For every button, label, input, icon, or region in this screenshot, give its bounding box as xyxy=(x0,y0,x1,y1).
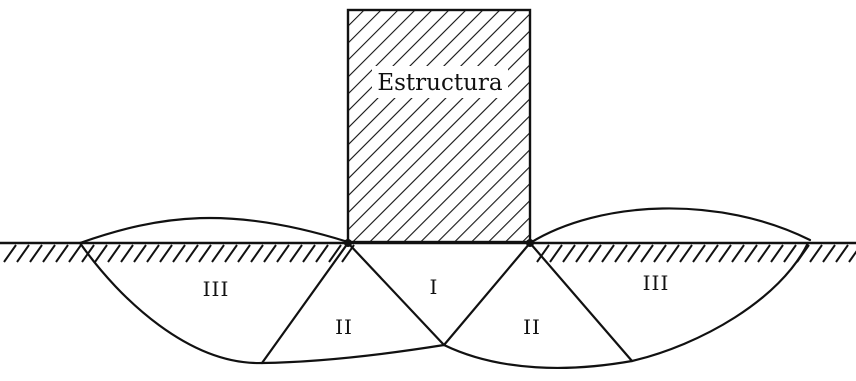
ground-hatch-mark xyxy=(315,244,329,263)
ground-hatch-mark xyxy=(263,244,277,263)
ground-hatch-mark xyxy=(666,244,680,263)
ground-hatch-mark xyxy=(757,244,771,263)
ground-hatch-mark xyxy=(601,244,615,263)
ground-hatch-mark xyxy=(224,244,238,263)
ground-hatch-mark xyxy=(575,244,589,263)
ground-hatch-mark xyxy=(120,244,134,263)
ground-hatch-mark xyxy=(770,244,784,263)
right-radial-shear-line xyxy=(528,241,634,363)
ground-hatch-mark xyxy=(705,244,719,263)
zone-two-left-label: II xyxy=(335,315,353,339)
ground-hatch-mark xyxy=(159,244,173,263)
ground-hatch-mark xyxy=(328,244,342,263)
zone-labels: III II I II III xyxy=(203,271,670,339)
ground-hatch-mark xyxy=(133,244,147,263)
left-radial-shear-line xyxy=(260,241,350,365)
ground-hatch-mark xyxy=(562,244,576,263)
ground-hatch-mark xyxy=(640,244,654,263)
ground-hatch-mark xyxy=(848,250,856,263)
structure-hatching xyxy=(348,10,530,242)
ground-hatch-mark xyxy=(16,244,30,263)
ground-hatch-mark xyxy=(107,244,121,263)
zone-two-right-label: II xyxy=(523,315,541,339)
ground-hatch-mark xyxy=(731,244,745,263)
ground-hatch-mark xyxy=(549,244,563,263)
ground-hatch-mark xyxy=(198,244,212,263)
ground-hatch-mark xyxy=(185,244,199,263)
ground-hatch-mark xyxy=(627,244,641,263)
ground-hatch-mark xyxy=(588,244,602,263)
structure-block: Estructura xyxy=(346,8,532,244)
ground-hatch-mark xyxy=(302,244,316,263)
right-heave-curve xyxy=(528,207,812,245)
left-heave-curve xyxy=(78,216,350,245)
failure-surfaces xyxy=(78,207,812,369)
ground-hatch-mark xyxy=(172,244,186,263)
ground-hatch-mark xyxy=(692,244,706,263)
ground-hatch-mark xyxy=(94,244,108,263)
ground-hatch-mark xyxy=(146,244,160,263)
zone-one-left-edge xyxy=(346,241,446,347)
ground-hatching xyxy=(3,244,856,263)
ground-hatch-mark xyxy=(614,244,628,263)
left-footing-edge-point xyxy=(344,239,352,247)
ground-hatch-mark xyxy=(42,244,56,263)
ground-hatch-mark xyxy=(276,244,290,263)
ground-hatch-mark xyxy=(250,244,264,263)
ground-hatch-mark xyxy=(55,244,69,263)
ground-hatch-mark xyxy=(822,244,836,263)
structure-label-background xyxy=(372,66,508,98)
ground-hatch-mark xyxy=(289,244,303,263)
ground-hatch-mark xyxy=(3,244,17,263)
ground-hatch-mark xyxy=(29,244,43,263)
zone-three-left-label: III xyxy=(203,277,230,301)
ground-surface xyxy=(0,241,856,263)
ground-hatch-mark xyxy=(653,244,667,263)
ground-hatch-mark xyxy=(835,244,849,263)
ground-hatch-mark xyxy=(68,244,82,263)
right-failure-arc xyxy=(442,241,810,369)
zone-one-label: I xyxy=(430,275,439,299)
ground-hatch-mark xyxy=(809,244,823,263)
ground-hatch-mark xyxy=(744,244,758,263)
right-footing-edge-point xyxy=(526,239,534,247)
ground-hatch-mark xyxy=(536,244,550,263)
ground-hatch-mark xyxy=(211,244,225,263)
zone-three-right-label: III xyxy=(643,271,670,295)
zone-one-right-edge xyxy=(442,241,532,347)
ground-hatch-mark xyxy=(237,244,251,263)
ground-hatch-mark xyxy=(783,244,797,263)
structure-label: Estructura xyxy=(377,70,503,96)
ground-hatch-mark xyxy=(679,244,693,263)
ground-hatch-mark xyxy=(718,244,732,263)
